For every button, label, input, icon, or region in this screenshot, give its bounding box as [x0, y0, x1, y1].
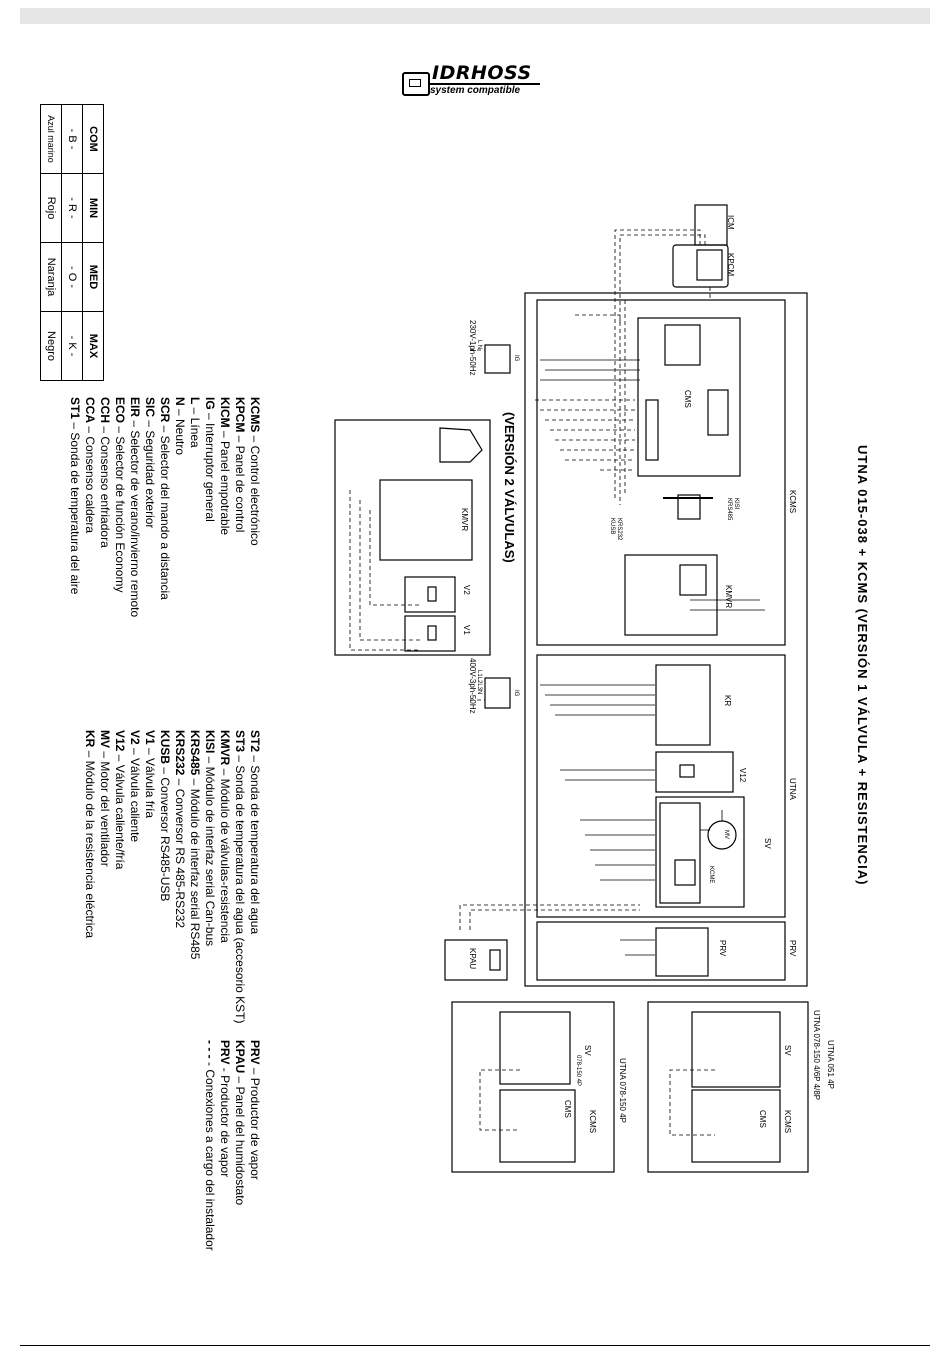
label-prv-module: PRV [718, 940, 727, 957]
ig-switch-3ph [484, 677, 511, 709]
kpcm-panel [672, 244, 729, 288]
kr-module [655, 664, 711, 746]
label-utna-078-a: UTNA 078-150 4/6P 4/8P [812, 1010, 821, 1100]
label-kmvr-v2: KMVR [460, 508, 469, 531]
idrhoss-logo: IDRHOSS system compatible [402, 62, 542, 104]
fan-motor-mv [707, 820, 737, 850]
label-kcms-078: KCMS [588, 1110, 597, 1133]
label-sv-051: SV [783, 1045, 792, 1056]
label-utna: UTNA [788, 778, 797, 800]
prv-frame [536, 921, 786, 981]
label-kr: KR [723, 695, 732, 706]
label-kmvr: KMVR [724, 585, 733, 608]
label-ig: IG [513, 355, 519, 362]
valve-v1 [404, 615, 456, 652]
label-sv-078: SV [583, 1045, 592, 1056]
utna-frame [536, 654, 786, 918]
utna-051-frame [647, 1001, 809, 1173]
label-mv: MV [723, 830, 729, 839]
valve-v2 [404, 576, 456, 613]
v12-module [655, 751, 734, 793]
label-sv: SV [763, 838, 772, 849]
label-prv: PRV [788, 940, 797, 957]
kmvr-module [624, 554, 718, 636]
label-utna-078-b: UTNA 078-150 4P [618, 1058, 627, 1123]
label-utna-051: UTNA 051 4P [826, 1040, 835, 1089]
label-kcme: KCME [708, 866, 714, 883]
label-krs232: KRS232 [616, 518, 622, 541]
label-krs485: KRS485 [726, 498, 732, 521]
label-kusb: KUSB [609, 518, 615, 534]
label-kcms-051: KCMS [783, 1110, 792, 1133]
prv-module [655, 927, 709, 977]
label-cms-078: CMS [563, 1100, 572, 1118]
label-ig-3ph: IG [513, 690, 519, 697]
logo-subtitle: system compatible [430, 85, 521, 96]
utna-078-frame [451, 1001, 615, 1173]
label-v2: V2 [462, 585, 471, 595]
sv-module [655, 796, 745, 908]
label-cms-051: CMS [758, 1110, 767, 1128]
top-bar [20, 8, 930, 24]
label-sv-078-range: 078-150 4P [575, 1055, 581, 1086]
label-ln: L N [476, 340, 482, 349]
label-v1: V1 [462, 625, 471, 635]
kpau-panel [444, 939, 508, 981]
label-kpcm: KPCM [726, 253, 735, 276]
label-power-3ph: 400V-3ph-50Hz [468, 658, 477, 714]
version-2-frame [334, 419, 491, 656]
icm-panel [694, 204, 728, 246]
kisi-module [677, 494, 701, 520]
label-icm: ICM [726, 215, 735, 230]
logo-name: IDRHOSS [432, 62, 532, 84]
cms-board [637, 317, 741, 477]
label-v12: V12 [738, 768, 747, 783]
kmvr-module-v2 [379, 479, 473, 561]
label-l1l2l3n: L1L2L3N [476, 670, 482, 694]
label-power-1ph: 230V-1ph-50Hz [468, 320, 477, 376]
bottom-rule [20, 1345, 930, 1346]
connector-v2 [439, 427, 483, 463]
label-kisi: KISI [733, 498, 739, 510]
ig-switch-1ph [484, 344, 511, 374]
label-kpau: KPAU [468, 948, 477, 969]
label-kcms: KCMS [788, 490, 797, 513]
kcms-frame [536, 299, 786, 646]
main-frame [524, 292, 808, 987]
label-cms: CMS [683, 390, 692, 408]
